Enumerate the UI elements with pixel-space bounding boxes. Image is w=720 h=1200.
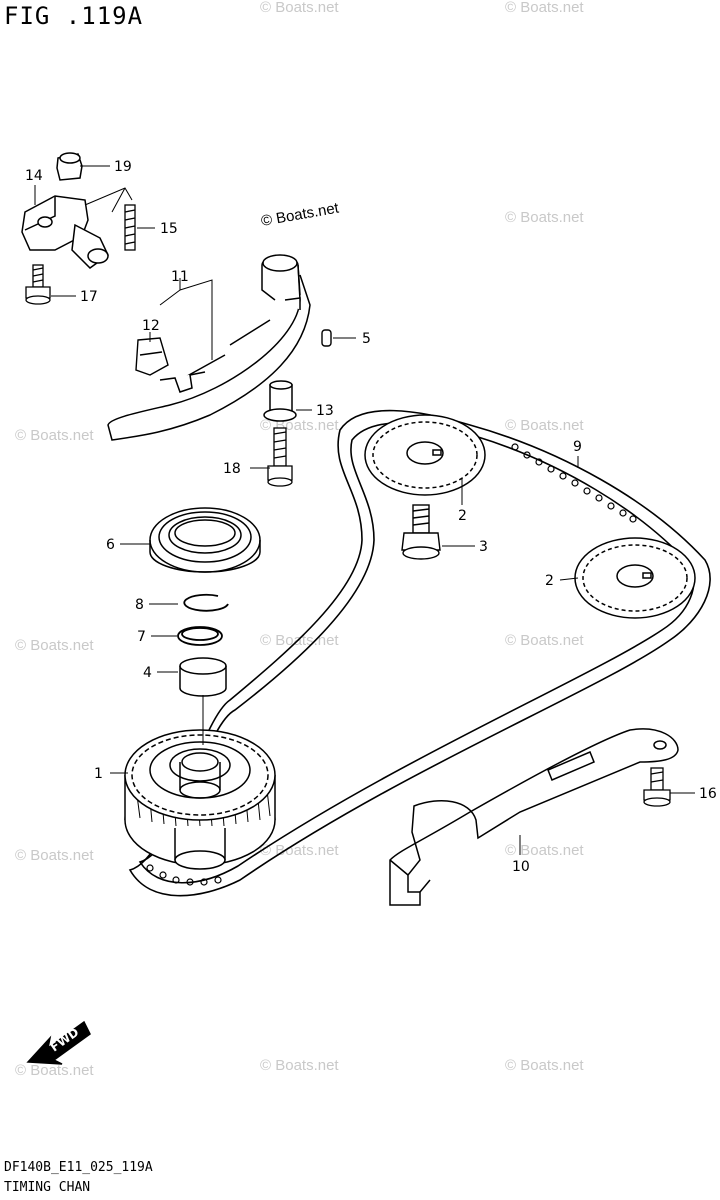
chain-guide-shim [135, 337, 169, 376]
bearing [149, 507, 261, 573]
fwd-arrow-icon: FWD [26, 1020, 91, 1065]
crankshaft-gear [124, 729, 276, 870]
watermark: © Boats.net [15, 847, 94, 864]
lever-bolt [643, 767, 671, 807]
leader-lines [34, 165, 695, 855]
tensioner-bolt [25, 264, 51, 305]
timing-chain [128, 409, 711, 897]
figure-title: FIG .119A [4, 2, 144, 30]
cam-sprocket-lower [574, 537, 696, 619]
callout-8: 8 [135, 597, 144, 613]
callout-2-lower: 2 [545, 573, 554, 589]
callout-15: 15 [160, 221, 178, 237]
guide-collar [263, 380, 297, 422]
watermark: © Boats.net [505, 209, 584, 226]
callout-16: 16 [699, 786, 717, 802]
callout-4: 4 [143, 665, 152, 681]
bearing-cap [179, 657, 227, 697]
callout-12: 12 [142, 318, 160, 334]
figure-code: DF140B_E11_025_119A [4, 1160, 153, 1175]
o-ring [177, 626, 223, 646]
watermark: © Boats.net [505, 842, 584, 859]
chain-tensioner [21, 195, 109, 269]
watermark: © Boats.net [505, 0, 584, 16]
watermark: © Boats.net [505, 632, 584, 649]
watermark: © Boats.net [260, 632, 339, 649]
callout-17: 17 [80, 289, 98, 305]
callout-14: 14 [25, 168, 43, 184]
callout-9: 9 [573, 439, 582, 455]
watermarks: © Boats.net © Boats.net © Boats.net © Bo… [15, 0, 584, 1079]
watermark: © Boats.net [15, 637, 94, 654]
sprocket-bolt [401, 504, 441, 560]
callout-labels: 1 2 2 3 4 5 6 7 8 9 10 11 12 13 14 15 16… [25, 159, 717, 875]
dowel-pin [321, 329, 332, 347]
watermark: © Boats.net [505, 1057, 584, 1074]
callout-19: 19 [114, 159, 132, 175]
watermark: © Boats.net [260, 1057, 339, 1074]
watermark: © Boats.net [15, 1062, 94, 1079]
callout-1: 1 [94, 766, 103, 782]
callout-10: 10 [512, 859, 530, 875]
watermark: © Boats.net [15, 427, 94, 444]
circlip [183, 593, 229, 612]
callout-6: 6 [106, 537, 115, 553]
tensioner-nut [56, 152, 83, 181]
callout-7: 7 [137, 629, 146, 645]
callout-18: 18 [223, 461, 241, 477]
callout-13: 13 [316, 403, 334, 419]
watermark: © Boats.net [260, 0, 339, 16]
watermark-dark: © Boats.net [260, 199, 341, 230]
watermark: © Boats.net [260, 842, 339, 859]
stud-bolt [124, 204, 136, 251]
guide-bolt [267, 427, 293, 487]
callout-5: 5 [362, 331, 371, 347]
figure-caption: TIMING CHAN [4, 1180, 91, 1195]
cam-sprocket-upper [364, 414, 486, 496]
chain-tensioner-lever [389, 728, 679, 906]
callout-11: 11 [171, 269, 189, 285]
callout-2-upper: 2 [458, 508, 467, 524]
watermark: © Boats.net [505, 417, 584, 434]
chain-guide [107, 254, 311, 441]
callout-3: 3 [479, 539, 488, 555]
